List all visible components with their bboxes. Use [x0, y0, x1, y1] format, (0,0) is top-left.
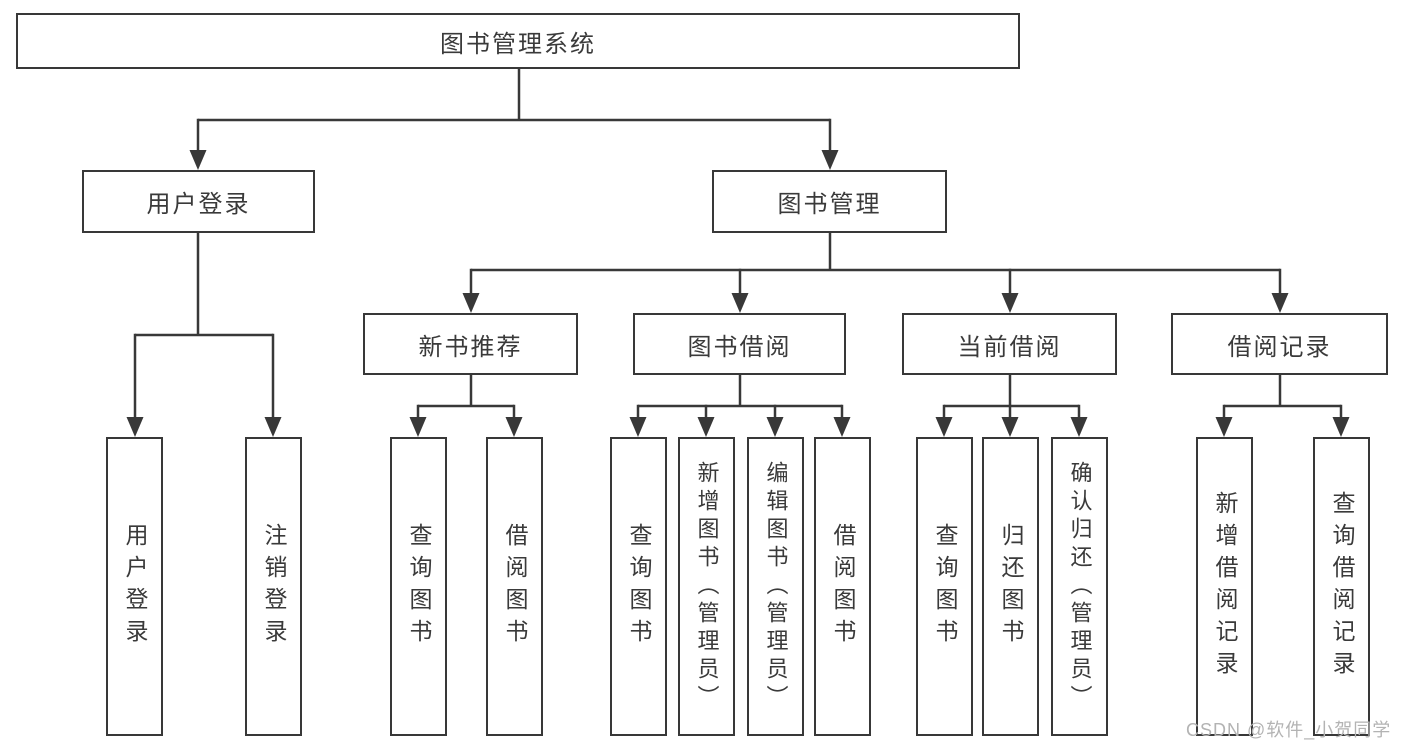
node-label: 新书推荐: [418, 333, 523, 361]
leaf-label: 确认归还（管理员）: [1067, 460, 1093, 713]
leaf-borrow-book-recommend: 借阅图书: [486, 437, 543, 736]
leaf-label: 查询图书: [626, 522, 652, 651]
leaf-label: 新增借阅记录: [1212, 490, 1238, 683]
leaf-label: 用户登录: [122, 522, 148, 651]
node-label: 借阅记录: [1227, 333, 1332, 361]
node-new-book-recommend: 新书推荐: [363, 313, 578, 375]
connector-root: [189, 69, 839, 170]
connector-user-login: [126, 233, 282, 437]
leaf-confirm-return-admin: 确认归还（管理员）: [1051, 437, 1108, 736]
leaf-label: 借阅图书: [502, 522, 528, 651]
node-label: 当前借阅: [957, 333, 1062, 361]
connector-new-book-recommend: [409, 375, 523, 437]
node-label: 图书管理系统: [440, 30, 596, 58]
leaf-label: 查询图书: [406, 522, 432, 651]
leaf-label: 注销登录: [261, 522, 287, 651]
leaf-label: 归还图书: [998, 522, 1024, 651]
node-label: 用户登录: [146, 191, 251, 218]
node-borrow-record: 借阅记录: [1171, 313, 1388, 375]
leaf-label: 编辑图书（管理员）: [763, 460, 789, 713]
leaf-logout: 注销登录: [245, 437, 302, 736]
leaf-label: 新增图书（管理员）: [694, 460, 720, 713]
node-current-borrow: 当前借阅: [902, 313, 1117, 375]
leaf-label: 查询借阅记录: [1329, 490, 1355, 683]
leaf-query-book-recommend: 查询图书: [390, 437, 447, 736]
node-library-management-system: 图书管理系统: [16, 13, 1020, 69]
leaf-return-book: 归还图书: [982, 437, 1039, 736]
leaf-query-book-current: 查询图书: [916, 437, 973, 736]
leaf-query-borrow-record: 查询借阅记录: [1313, 437, 1370, 736]
leaf-add-borrow-record: 新增借阅记录: [1196, 437, 1253, 736]
node-label: 图书管理: [777, 191, 882, 218]
node-book-management: 图书管理: [712, 170, 947, 233]
connector-current-borrow: [935, 375, 1088, 437]
connector-borrow-record: [1215, 375, 1350, 437]
node-book-borrow: 图书借阅: [633, 313, 846, 375]
connector-book-management: [462, 233, 1289, 313]
leaf-query-book-borrow: 查询图书: [610, 437, 667, 736]
leaf-add-book-admin: 新增图书（管理员）: [678, 437, 735, 736]
leaf-label: 借阅图书: [830, 522, 856, 651]
leaf-label: 查询图书: [932, 522, 958, 651]
connector-book-borrow: [629, 375, 851, 437]
leaf-edit-book-admin: 编辑图书（管理员）: [747, 437, 804, 736]
node-label: 图书借阅: [687, 333, 792, 361]
leaf-user-login: 用户登录: [106, 437, 163, 736]
leaf-borrow-book: 借阅图书: [814, 437, 871, 736]
node-user-login: 用户登录: [82, 170, 315, 233]
csdn-watermark: CSDN @软件_小贺同学: [1186, 720, 1392, 740]
